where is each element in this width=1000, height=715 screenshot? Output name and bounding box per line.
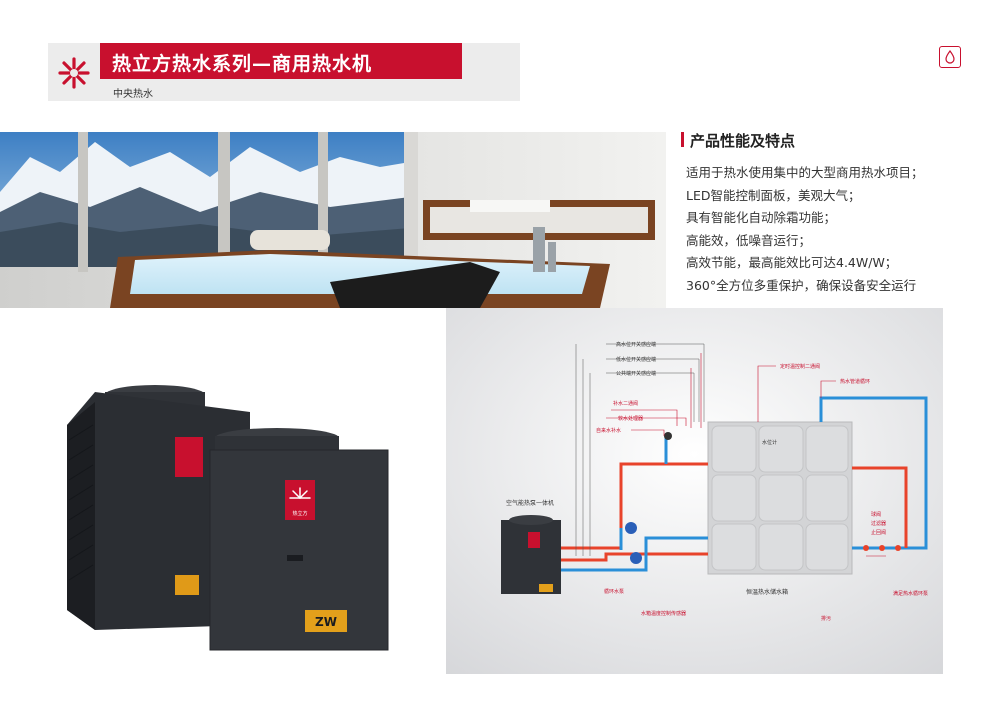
label-strainer: 过滤器 bbox=[871, 521, 887, 527]
label-return-pump: 热水管道循环 bbox=[840, 379, 871, 385]
water-drop-icon[interactable] bbox=[939, 46, 961, 68]
label-high-level: 高水位开关感应端 bbox=[616, 342, 657, 348]
label-controller: 水箱温度控制传感器 bbox=[641, 611, 687, 617]
unit-1-logo-badge bbox=[175, 437, 203, 477]
feature-item: 高效节能，最高能效比可达4.4W/W； bbox=[686, 255, 898, 270]
label-cycle-pump: 循环水泵 bbox=[604, 589, 625, 595]
features-list: 适用于热水使用集中的大型商用热水项目； LED智能控制面板，美观大气； 具有智能… bbox=[686, 162, 924, 297]
label-tap-water: 自来水补水 bbox=[596, 428, 622, 434]
efficiency-badge bbox=[305, 610, 347, 632]
feature-item: 适用于热水使用集中的大型商用热水项目； bbox=[686, 165, 924, 180]
label-softener: 软水处理器 bbox=[618, 416, 644, 422]
label-tank: 恒温热水储水箱 bbox=[746, 589, 789, 596]
page-title: 热立方热水系列—商用热水机 bbox=[112, 53, 373, 75]
title-bar bbox=[100, 43, 462, 79]
feature-item: 具有智能化自动除霜功能； bbox=[686, 210, 837, 225]
label-hot-return: 满足热水循环泵 bbox=[893, 591, 929, 597]
feature-item: 高能效，低噪音运行； bbox=[686, 232, 812, 248]
badge-text: ZW bbox=[315, 615, 337, 629]
label-makeup-valve: 补水二通阀 bbox=[613, 401, 639, 407]
label-temp-valve: 定时温控制二通阀 bbox=[780, 364, 821, 370]
label-check-valve: 止回阀 bbox=[871, 530, 887, 536]
label-heat-pump: 空气能热泵一体机 bbox=[506, 500, 555, 507]
label-common: 公共端开关感应端 bbox=[616, 371, 657, 377]
bathroom-photo bbox=[0, 132, 666, 308]
heat-pump-icon bbox=[501, 520, 561, 594]
system-diagram: 高水位开关感应端 低水位开关感应端 公共端开关感应端 补水二通阀 软水处理器 自… bbox=[446, 308, 943, 674]
feature-item: LED智能控制面板，美观大气； bbox=[686, 187, 861, 203]
unit-2-brand: 热立方 bbox=[292, 510, 307, 517]
heat-pump-units-photo: 热立方 ZW bbox=[55, 380, 400, 655]
label-filter: 球阀 bbox=[871, 512, 882, 518]
feature-item: 360°全方位多重保护，确保设备安全运行 bbox=[686, 277, 917, 293]
brand-logo bbox=[48, 43, 100, 101]
heading-accent-bar bbox=[681, 132, 684, 147]
label-level-mark: 水位计 bbox=[762, 440, 778, 446]
label-drain: 排污 bbox=[821, 616, 832, 622]
label-low-level: 低水位开关感应端 bbox=[616, 357, 657, 363]
features-heading: 产品性能及特点 bbox=[690, 132, 796, 150]
unit-2-logo-badge bbox=[285, 480, 315, 520]
page-subtitle: 中央热水 bbox=[113, 89, 153, 100]
